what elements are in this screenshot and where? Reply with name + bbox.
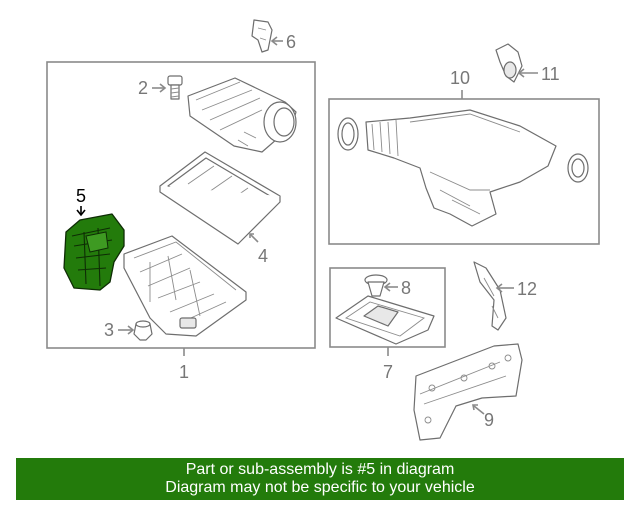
part-4-filter[interactable] (159, 151, 281, 245)
part-9-support[interactable] (413, 343, 523, 441)
callout-1[interactable]: 1 (179, 362, 189, 382)
callout-8[interactable]: 8 (401, 278, 411, 298)
part-6-bracket[interactable] (251, 19, 273, 53)
callout-11[interactable]: 11 (541, 64, 560, 84)
part-5-highlighted[interactable] (63, 213, 125, 291)
part-10-inlet-duct[interactable] (337, 109, 589, 227)
group-box-10 (328, 98, 600, 245)
callout-9[interactable]: 9 (484, 410, 494, 430)
part-11-sensor[interactable] (495, 43, 523, 83)
air-cleaner-lower-housing[interactable] (123, 235, 247, 337)
callout-3[interactable]: 3 (104, 320, 114, 340)
banner-line-1: Part or sub-assembly is #5 in diagram (185, 461, 455, 478)
callout-5[interactable]: 5 (76, 186, 86, 206)
callout-2[interactable]: 2 (138, 78, 148, 98)
part-2-bolt[interactable] (167, 75, 183, 100)
part-3-grommet[interactable] (133, 320, 153, 341)
callout-12[interactable]: 12 (517, 279, 537, 299)
callout-4[interactable]: 4 (258, 246, 268, 266)
part-8-clip[interactable] (364, 274, 388, 297)
part-info-banner: Part or sub-assembly is #5 in diagram Di… (16, 458, 624, 500)
callout-7[interactable]: 7 (383, 362, 393, 382)
group-box-1 (46, 61, 316, 349)
part-7-tray[interactable] (335, 295, 435, 345)
callout-6[interactable]: 6 (286, 32, 296, 52)
part-12-bracket[interactable] (473, 261, 507, 331)
air-cleaner-cover[interactable] (187, 77, 297, 153)
banner-line-2: Diagram may not be specific to your vehi… (165, 479, 475, 496)
callout-10[interactable]: 10 (450, 68, 470, 88)
